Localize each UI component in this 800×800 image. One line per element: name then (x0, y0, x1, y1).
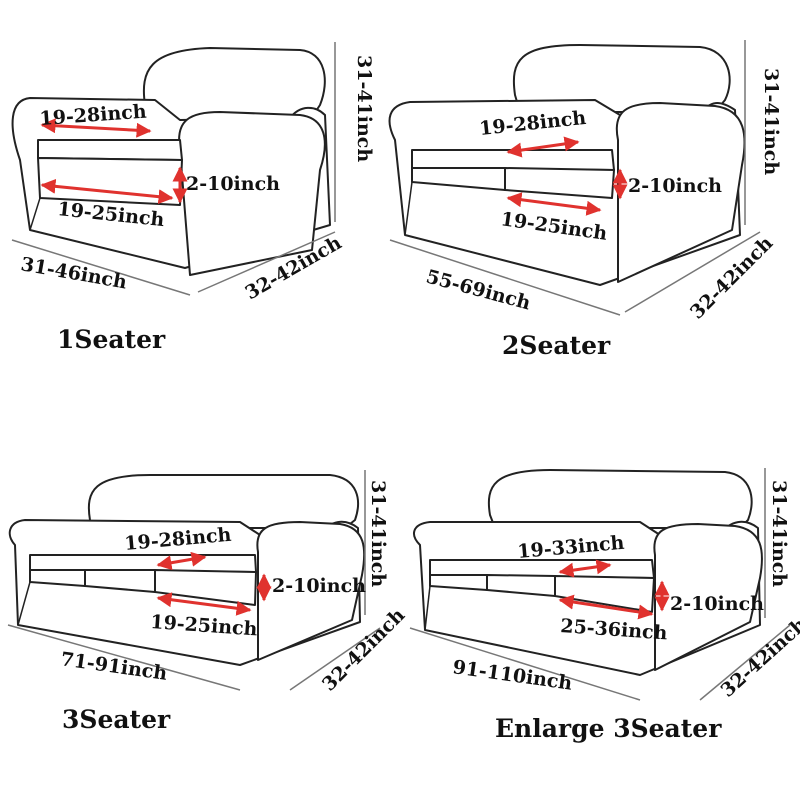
seat-width-arrow (506, 192, 602, 216)
depth-dimension-line (624, 231, 761, 313)
depth-dimension-line (699, 624, 791, 701)
depth-dimension-line (289, 627, 381, 691)
height-label: 31-41inch (353, 55, 375, 162)
panel-title: 2Seater (502, 331, 611, 360)
width-dimension-line (389, 239, 621, 316)
width-dimension-line (11, 239, 191, 296)
panel-2seater: 19-28inch 19-25inch 2-10inch 31-41inch 5… (388, 40, 782, 360)
seat-width-arrow (558, 594, 654, 620)
seat-width-arrow (40, 178, 174, 205)
panel-title: 3Seater (62, 705, 171, 734)
loveseat-drawing (388, 44, 746, 286)
panel-1seater: 19-28inch 19-25inch 2-10inch 31-41inch 3… (11, 42, 375, 354)
total-width-label: 55-69inch (424, 266, 533, 315)
back-width-arrow (40, 118, 152, 138)
total-width-label: 71-91inch (59, 648, 168, 685)
seat-width-arrow (156, 592, 252, 616)
sofa-drawing (8, 474, 366, 666)
height-label: 31-41inch (367, 480, 389, 587)
depth-dimension-line (197, 231, 336, 293)
total-width-label: 91-110inch (451, 656, 573, 695)
panel-3seater: 19-28inch 19-25inch 2-10inch 31-41inch 7… (7, 470, 409, 734)
cushion-thickness-label: 2-10inch (628, 175, 722, 197)
large-sofa-drawing (413, 469, 763, 676)
back-width-arrow (506, 136, 580, 158)
panel-enlarge-3seater: 19-33inch 25-36inch 2-10inch 31-41inch 9… (409, 468, 800, 743)
height-label: 31-41inch (768, 480, 790, 587)
panel-title: 1Seater (57, 325, 166, 354)
height-label: 31-41inch (760, 68, 782, 175)
back-width-arrow (156, 551, 207, 571)
cushion-thickness-label: 2-10inch (272, 575, 366, 597)
back-width-arrow (558, 559, 612, 578)
cushion-thickness-label: 2-10inch (670, 593, 764, 615)
cushion-thickness-label: 2-10inch (186, 173, 280, 195)
panel-title: Enlarge 3Seater (495, 714, 722, 743)
armchair-drawing (11, 47, 331, 276)
width-dimension-line (7, 624, 241, 691)
width-dimension-line (409, 627, 641, 701)
